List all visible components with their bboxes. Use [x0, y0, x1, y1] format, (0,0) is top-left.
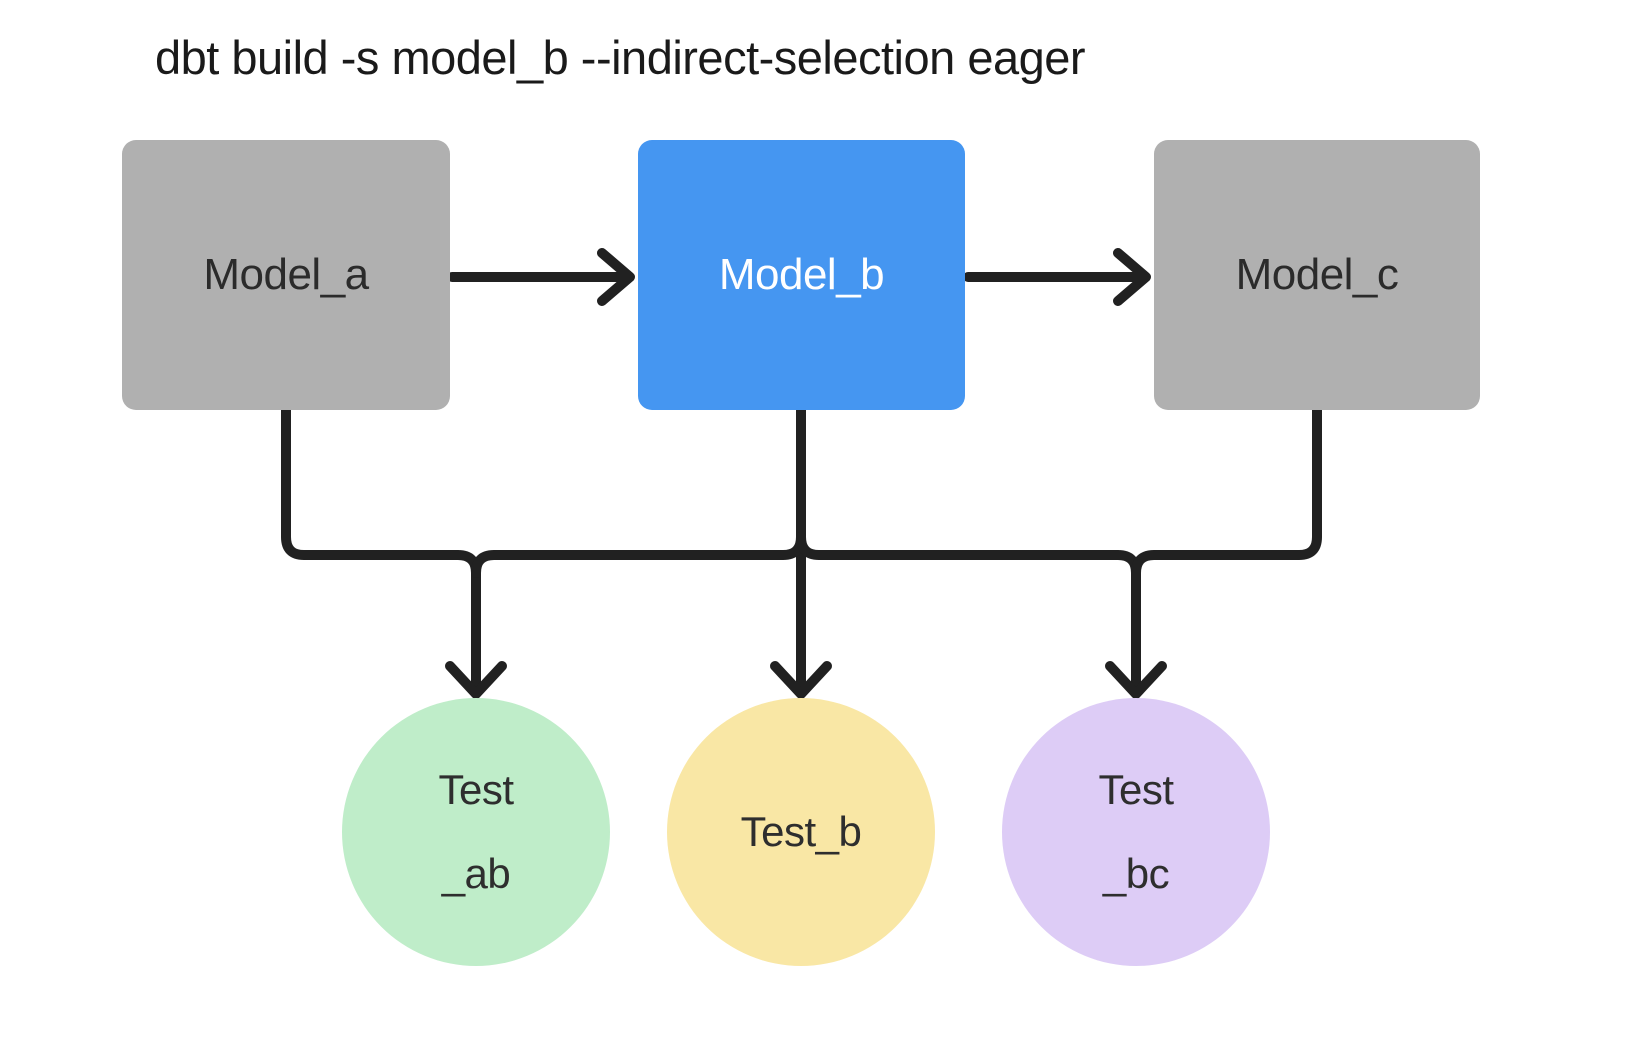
- test-bc-label-line2: _bc: [1102, 850, 1170, 897]
- test-bc-label-line1: Test: [1098, 766, 1174, 813]
- test-ab-label-line1: Test: [438, 766, 514, 813]
- edge-model-b-to-model-c: [963, 248, 1151, 306]
- arrowhead-test-ab: [445, 661, 507, 699]
- model-a-label: Model_a: [203, 250, 369, 299]
- test-b-label-line1: Test_b: [740, 808, 862, 855]
- model-b-node: Model_b: [638, 140, 965, 410]
- arrowhead-test-bc: [1105, 661, 1167, 699]
- model-b-label: Model_b: [718, 250, 885, 299]
- connector-group: [281, 248, 1322, 699]
- test-ab-label-line2: _ab: [441, 850, 511, 897]
- edge-model-b-to-test-ab: [471, 532, 806, 578]
- edge-model-c-to-test-bc: [1131, 405, 1322, 691]
- model-c-node: Model_c: [1154, 140, 1480, 410]
- test-ab-node: Test _ab: [342, 698, 610, 966]
- test-bc-node: Test _bc: [1002, 698, 1270, 966]
- edge-model-a-to-test-ab: [281, 405, 481, 691]
- edge-model-b-to-test-bc: [796, 532, 1141, 578]
- arrowhead-test-b: [770, 661, 832, 699]
- edge-model-a-to-model-b: [447, 248, 635, 306]
- model-c-label: Model_c: [1235, 250, 1399, 299]
- diagram-title: dbt build -s model_b --indirect-selectio…: [155, 31, 1086, 84]
- test-b-node: Test_b: [667, 698, 935, 966]
- model-a-node: Model_a: [122, 140, 450, 410]
